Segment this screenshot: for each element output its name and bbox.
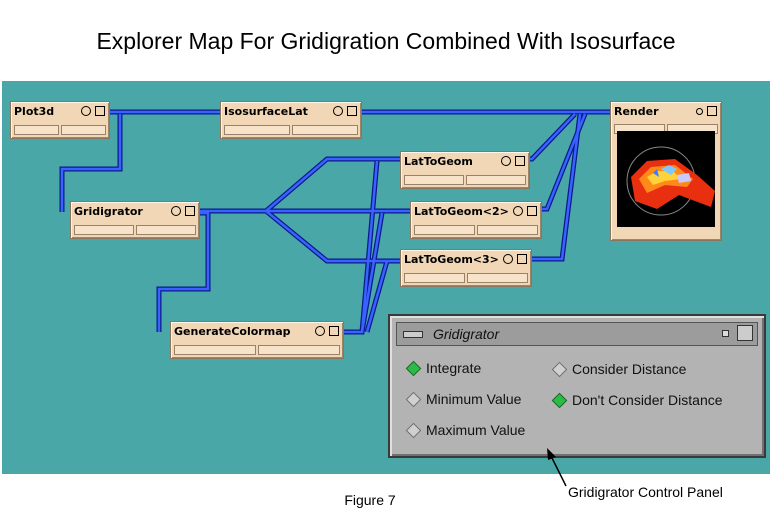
- option-minimum-value[interactable]: Minimum Value: [405, 391, 522, 407]
- annotation-label: Gridigrator Control Panel: [568, 484, 723, 500]
- option-dont-consider-distance[interactable]: Don't Consider Distance: [551, 392, 723, 408]
- option-label: Maximum Value: [426, 422, 526, 438]
- dial-icon[interactable]: [503, 254, 513, 264]
- module-ports: [224, 125, 358, 135]
- module-ports: [14, 125, 106, 135]
- option-label: Consider Distance: [572, 361, 687, 377]
- render-viewport[interactable]: [617, 131, 715, 227]
- dial-icon[interactable]: [315, 326, 325, 336]
- module-label: GenerateColormap: [174, 325, 291, 338]
- radio-icon: [405, 422, 422, 438]
- minimize-icon[interactable]: [722, 330, 729, 337]
- module-ports: [414, 225, 538, 235]
- figure-caption: Figure 7: [344, 492, 396, 508]
- maximize-icon[interactable]: [737, 325, 753, 341]
- module-label: Plot3d: [14, 105, 55, 118]
- explorer-map-canvas: Plot3d IsosurfaceLat Render LatToGeom: [2, 81, 770, 474]
- dial-icon[interactable]: [513, 206, 523, 216]
- option-maximum-value[interactable]: Maximum Value: [405, 422, 526, 438]
- radio-icon: [405, 391, 422, 407]
- panel-title: Gridigrator: [433, 326, 500, 342]
- maximize-icon[interactable]: [347, 106, 357, 116]
- module-lattogeom[interactable]: LatToGeom: [400, 151, 530, 189]
- connection-wires: [59, 109, 612, 335]
- radio-selected-icon: [551, 392, 568, 408]
- maximize-icon[interactable]: [517, 254, 527, 264]
- maximize-icon[interactable]: [707, 106, 717, 116]
- maximize-icon[interactable]: [329, 326, 339, 336]
- option-label: Integrate: [426, 360, 482, 376]
- annotation-arrow-icon: [547, 448, 567, 487]
- module-render[interactable]: Render: [610, 101, 722, 241]
- maximize-icon[interactable]: [95, 106, 105, 116]
- gridigrator-control-panel: Gridigrator Integrate Minimum Value Maxi…: [388, 314, 766, 458]
- module-ports: [74, 225, 196, 235]
- module-isosurfacelat[interactable]: IsosurfaceLat: [220, 101, 362, 139]
- dial-icon[interactable]: [171, 206, 181, 216]
- window-menu-icon[interactable]: [403, 331, 423, 338]
- module-label: LatToGeom<3>: [404, 253, 499, 266]
- module-gridigrator[interactable]: Gridigrator: [70, 201, 200, 239]
- module-ports: [404, 273, 528, 283]
- option-label: Minimum Value: [426, 391, 522, 407]
- dial-icon[interactable]: [333, 106, 343, 116]
- module-label: Gridigrator: [74, 205, 143, 218]
- module-label: LatToGeom<2>: [414, 205, 509, 218]
- module-label: Render: [614, 105, 659, 118]
- option-consider-distance[interactable]: Consider Distance: [551, 361, 687, 377]
- module-lattogeom-2[interactable]: LatToGeom<2>: [410, 201, 542, 239]
- radio-selected-icon: [405, 360, 422, 376]
- figure-title: Explorer Map For Gridigration Combined W…: [96, 28, 676, 54]
- radio-icon: [551, 361, 568, 377]
- maximize-icon[interactable]: [185, 206, 195, 216]
- module-ports: [404, 175, 526, 185]
- module-lattogeom-3[interactable]: LatToGeom<3>: [400, 249, 532, 287]
- module-plot3d[interactable]: Plot3d: [10, 101, 110, 139]
- option-label: Don't Consider Distance: [572, 392, 723, 408]
- rendered-isosurface-image: [626, 146, 715, 216]
- module-label: IsosurfaceLat: [224, 105, 308, 118]
- dial-icon[interactable]: [501, 156, 511, 166]
- dial-icon[interactable]: [81, 106, 91, 116]
- module-ports: [174, 345, 340, 355]
- wire-core: [60, 110, 612, 334]
- dial-icon[interactable]: [696, 107, 703, 115]
- panel-title-bar[interactable]: Gridigrator: [396, 322, 758, 346]
- module-generatecolormap[interactable]: GenerateColormap: [170, 321, 344, 359]
- maximize-icon[interactable]: [527, 206, 537, 216]
- option-integrate[interactable]: Integrate: [405, 360, 482, 376]
- maximize-icon[interactable]: [515, 156, 525, 166]
- module-label: LatToGeom: [404, 155, 473, 168]
